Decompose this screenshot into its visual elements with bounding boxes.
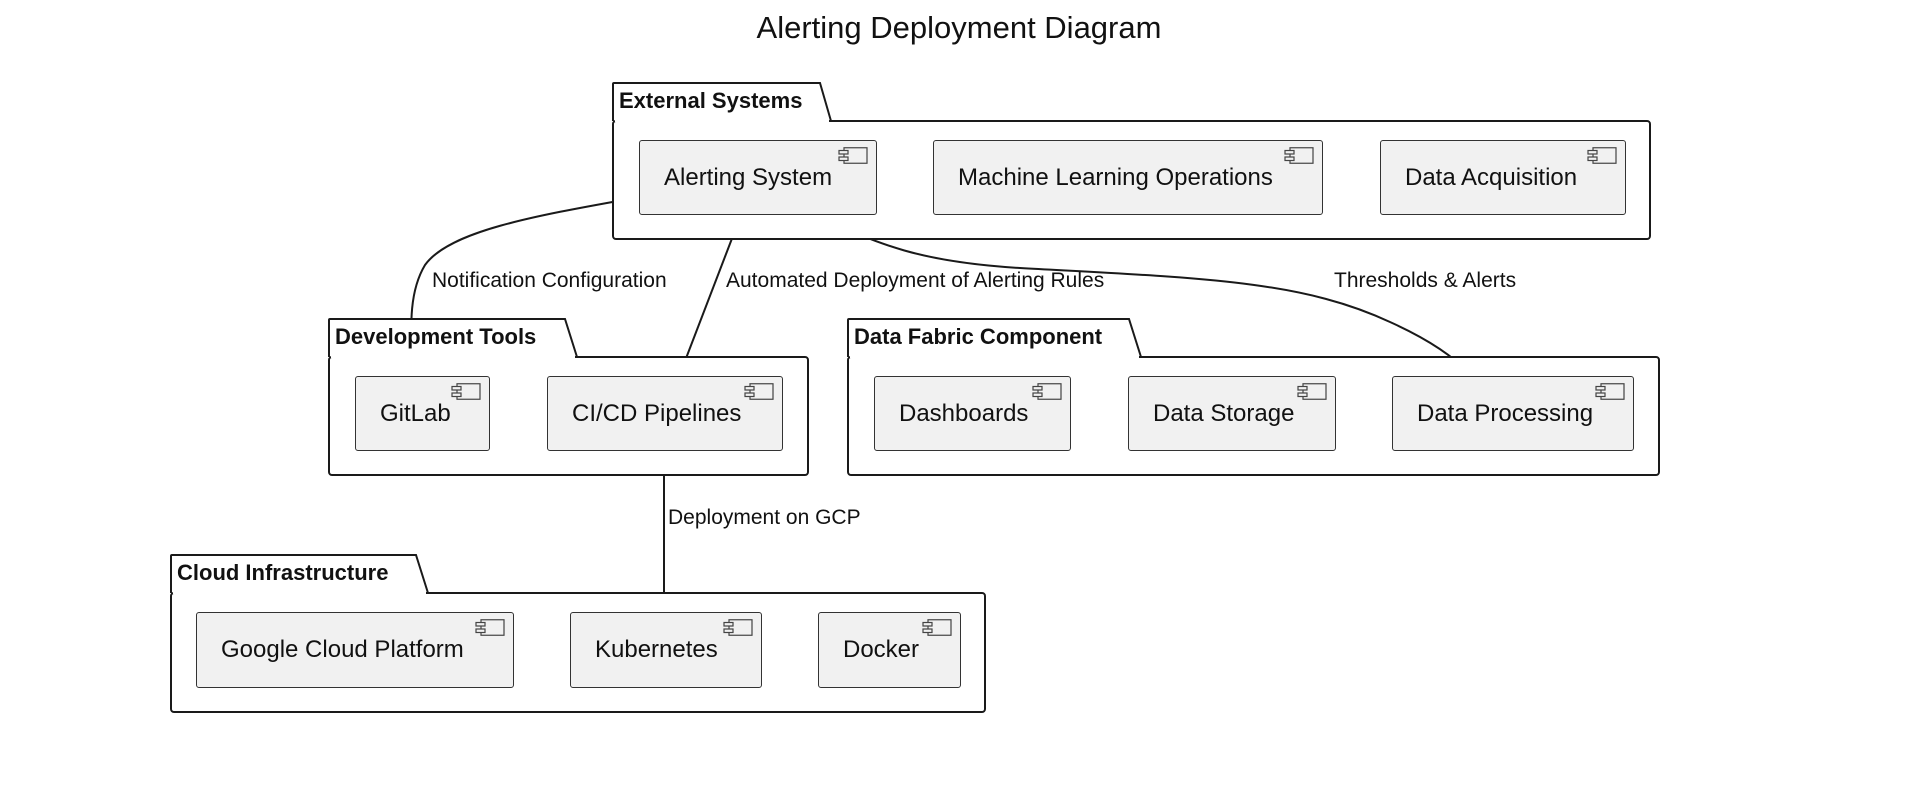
component-label: Data Storage [1153,399,1295,427]
package-label: Cloud Infrastructure [177,560,389,585]
component-icon [1587,147,1617,164]
component-label: Alerting System [664,163,833,191]
component-kubernetes[interactable]: Kubernetes [570,612,762,688]
component-data-storage[interactable]: Data Storage [1128,376,1336,451]
diagram-title: Alerting Deployment Diagram [756,10,1162,45]
package-label: Data Fabric Component [854,324,1103,349]
component-machine-learning-operations[interactable]: Machine Learning Operations [933,140,1323,215]
package-label: External Systems [619,88,803,113]
component-label: Google Cloud Platform [221,636,464,663]
component-icon [1284,147,1314,164]
component-docker[interactable]: Docker [818,612,961,688]
component-data-acquisition[interactable]: Data Acquisition [1380,140,1626,215]
component-icon [1595,383,1625,400]
edge-thresholds-alerts [814,214,1471,375]
component-label: Kubernetes [595,636,718,663]
edge-label-notification-configuration: Notification Configuration [432,269,667,292]
component-icon [475,619,505,636]
component-label: GitLab [380,399,451,427]
component-google-cloud-platform[interactable]: Google Cloud Platform [196,612,514,688]
component-ci-cd-pipelines[interactable]: CI/CD Pipelines [547,376,783,451]
component-dashboards[interactable]: Dashboards [874,376,1071,451]
component-label: Machine Learning Operations [958,163,1273,191]
component-label: CI/CD Pipelines [572,399,742,427]
package-label: Development Tools [335,324,537,349]
component-alerting-system[interactable]: Alerting System [639,140,877,215]
edge-label-automated-deployment: Automated Deployment of Alerting Rules [726,269,1105,292]
component-label: Data Acquisition [1405,163,1578,191]
component-icon [1032,383,1062,400]
component-icon [838,147,868,164]
component-icon [723,619,753,636]
component-icon [451,383,481,400]
edge-label-thresholds-alerts: Thresholds & Alerts [1334,269,1517,292]
component-data-processing[interactable]: Data Processing [1392,376,1634,451]
component-icon [922,619,952,636]
edge-label-deployment-on-gcp: Deployment on GCP [668,506,861,529]
component-label: Dashboards [899,399,1029,427]
component-label: Data Processing [1417,399,1594,427]
component-icon [744,383,774,400]
edge-automated-deployment [677,214,742,375]
component-icon [1297,383,1327,400]
component-gitlab[interactable]: GitLab [355,376,490,451]
component-label: Docker [843,636,920,663]
